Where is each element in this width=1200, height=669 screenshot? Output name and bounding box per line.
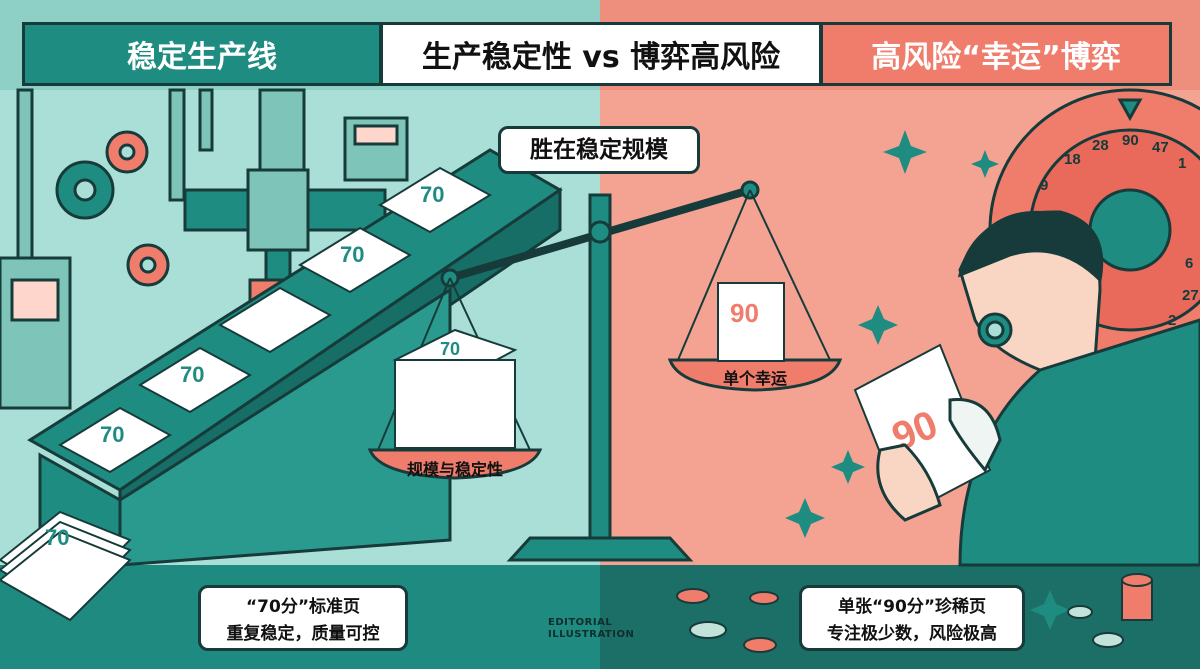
casino-chips [676, 573, 1153, 653]
paper-score-text: 70 [420, 182, 444, 207]
balance-scale [367, 180, 843, 562]
svg-text:2: 2 [1168, 312, 1176, 329]
paper-score-text: 70 [180, 362, 204, 387]
right-title-banner: 高风险“幸运”博弈 [820, 22, 1172, 86]
paper-stack-left [0, 510, 132, 622]
control-panel [0, 116, 409, 410]
center-title-banner: 生产稳定性 vs 博弈高风险 [380, 22, 822, 86]
right-caption: 单张“90分”珍稀页 专注极少数，风险极高 [799, 585, 1025, 651]
gear-icon [105, 130, 170, 287]
wheel-numbers: 9 18 28 90 47 1 6 27 2 [1040, 132, 1199, 329]
svg-text:18: 18 [1064, 151, 1081, 168]
single-paper-score-text: 90 [730, 298, 759, 328]
svg-text:6: 6 [1185, 255, 1193, 272]
paper-stack-pan [392, 328, 518, 449]
pan-stack-score-text: 70 [440, 339, 460, 359]
editorial-credit: EDITORIAL ILLUSTRATION [548, 617, 658, 641]
left-caption-line1: “70分”标准页 [245, 597, 360, 617]
right-caption-line2: 专注极少数，风险极高 [827, 624, 997, 644]
svg-text:28: 28 [1092, 137, 1109, 154]
credit-line2: ILLUSTRATION [548, 629, 635, 640]
factory-pipes [16, 88, 306, 262]
belt-papers [58, 166, 492, 474]
svg-text:1: 1 [1178, 155, 1186, 172]
paper-score-text: 70 [340, 242, 364, 267]
stack-score-text: 70 [45, 525, 69, 550]
right-caption-line1: 单张“90分”珍稀页 [837, 597, 986, 617]
belt-paper-score-labels: 70 70 70 70 [100, 182, 444, 447]
single-paper [717, 282, 785, 362]
svg-text:47: 47 [1152, 139, 1169, 156]
left-title-banner: 稳定生产线 [22, 22, 382, 86]
paper-score-text: 70 [100, 422, 124, 447]
svg-text:90: 90 [1122, 132, 1139, 149]
right-pan-label: 单个幸运 [722, 369, 787, 388]
svg-text:27: 27 [1182, 287, 1199, 304]
scale-title: 胜在稳定规模 [498, 126, 700, 174]
svg-text:9: 9 [1040, 177, 1048, 194]
hands [876, 398, 1002, 522]
sparkle-icon [785, 130, 1070, 630]
credit-line1: EDITORIAL [548, 617, 613, 628]
gear-icon [55, 160, 115, 220]
left-pan-label: 规模与稳定性 [406, 460, 503, 479]
left-caption-line2: 重复稳定，质量可控 [226, 624, 380, 644]
person-figure [957, 210, 1200, 567]
left-caption: “70分”标准页 重复稳定，质量可控 [198, 585, 408, 651]
